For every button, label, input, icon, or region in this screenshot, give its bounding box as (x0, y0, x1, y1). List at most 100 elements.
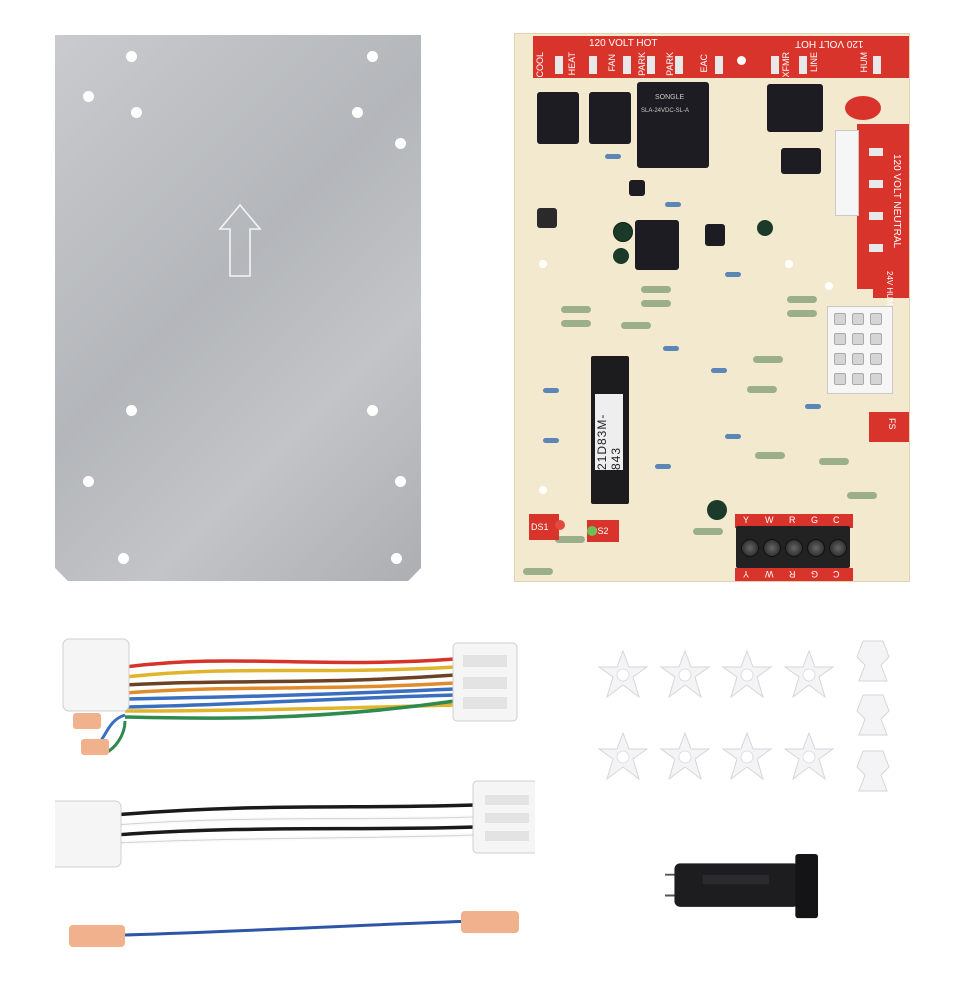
plate-hole (395, 138, 406, 149)
label-cool: COOL (535, 52, 545, 78)
ic-small (629, 180, 645, 196)
label-ds1: DS1 (531, 522, 549, 532)
spade-terminal (647, 56, 655, 74)
label-fan: FAN (607, 54, 617, 72)
wire-jumper-blue (69, 911, 519, 947)
connector-4pin (835, 130, 859, 216)
label-park-2: PARK (665, 52, 675, 76)
spade-terminal (675, 56, 683, 74)
plate-hole (391, 553, 402, 564)
up-arrow-icon (218, 203, 262, 277)
resistor (755, 452, 785, 459)
spade-terminal (873, 56, 881, 74)
relay-mid (635, 220, 679, 270)
board-hole (539, 260, 547, 268)
label-y: Y (743, 515, 750, 525)
capacitor (613, 222, 633, 242)
mounting-plate (55, 35, 421, 581)
spade-terminal (869, 244, 883, 252)
resistor (641, 300, 671, 307)
spade-terminal (799, 56, 807, 74)
capacitor (707, 500, 727, 520)
label-y-bottom: Y (743, 569, 750, 579)
resistor-small (543, 438, 559, 443)
resistor-small (663, 346, 679, 351)
board-hole (825, 282, 833, 290)
resistor (523, 568, 553, 575)
plate-hole (395, 476, 406, 487)
led-ds2 (587, 526, 597, 536)
ds1-badge: DS1 (529, 514, 559, 540)
relay-small-1 (537, 92, 579, 144)
resistor (555, 536, 585, 543)
microcontroller-chip: 21D83M-843 (591, 356, 629, 504)
terminal-top-labels: Y W R G C (735, 514, 853, 528)
board-hole (539, 486, 547, 494)
label-c: C (833, 515, 840, 525)
spade-terminal (555, 56, 563, 74)
spade-terminal (623, 56, 631, 74)
label-heat: HEAT (567, 52, 577, 76)
label-park: PARK (637, 52, 647, 76)
label-line: LINE (809, 52, 819, 73)
label-c-bottom: C (833, 569, 840, 579)
fs-strip: FS (869, 412, 909, 442)
header-120v-hot-left: 120 VOLT HOT (589, 38, 658, 49)
dip-switch (537, 208, 557, 228)
wire-harness-multicolor (62, 638, 518, 755)
resistor (747, 386, 777, 393)
plate-hole (367, 51, 378, 62)
resistor-small (725, 434, 741, 439)
spade-terminal (589, 56, 597, 74)
terminal-bottom-labels: Y W R G C (735, 568, 853, 581)
capacitor (757, 220, 773, 236)
relay-right (767, 84, 823, 132)
resistor (561, 320, 591, 327)
resistor-small (665, 202, 681, 207)
resistor (847, 492, 877, 499)
resistor-small (605, 154, 621, 159)
resistor-small (725, 272, 741, 277)
label-r: R (789, 515, 796, 525)
spade-terminal (771, 56, 779, 74)
plate-hole (131, 107, 142, 118)
wire-harnesses (55, 638, 535, 947)
spade-terminal (869, 212, 883, 220)
relay-brand: SONGLE (655, 94, 685, 101)
mov-disc (845, 96, 881, 120)
resistor (641, 286, 671, 293)
connector-12pin (827, 306, 893, 394)
transistor (781, 148, 821, 174)
ds2-badge: DS2 (587, 520, 619, 542)
label-fs: FS (887, 418, 897, 430)
label-g: G (811, 515, 819, 525)
label-hum: HUM (859, 52, 869, 73)
resistor (621, 322, 651, 329)
label-eac: EAC (699, 54, 709, 73)
spade-terminal (869, 180, 883, 188)
board-hole (737, 56, 746, 65)
resistor (753, 356, 783, 363)
right-label-strip: 120 VOLT NEUTRAL (857, 124, 909, 289)
resistor-small (711, 368, 727, 373)
relay-small-2 (589, 92, 631, 144)
label-w-bottom: W (765, 569, 774, 579)
control-board: 120 VOLT HOT 120 VOLT HOT COOL HEAT FAN … (514, 33, 910, 582)
relay-model: SLA-24VDC-SL-A (641, 108, 690, 114)
plate-hole (126, 405, 137, 416)
resistor (787, 310, 817, 317)
plate-hole (367, 405, 378, 416)
resistor (561, 306, 591, 313)
resistor-small (805, 404, 821, 409)
plate-hole (118, 553, 129, 564)
label-24v-hum: 24V HUM (885, 271, 894, 306)
hum-24v-strip: 24V HUM (873, 270, 909, 306)
spade-terminal (715, 56, 723, 74)
ic-small-2 (705, 224, 725, 246)
board-hole (785, 260, 793, 268)
resistor (787, 296, 817, 303)
led-ds1 (555, 520, 565, 530)
plate-hole (352, 107, 363, 118)
resistor (819, 458, 849, 465)
spade-terminal (869, 148, 883, 156)
